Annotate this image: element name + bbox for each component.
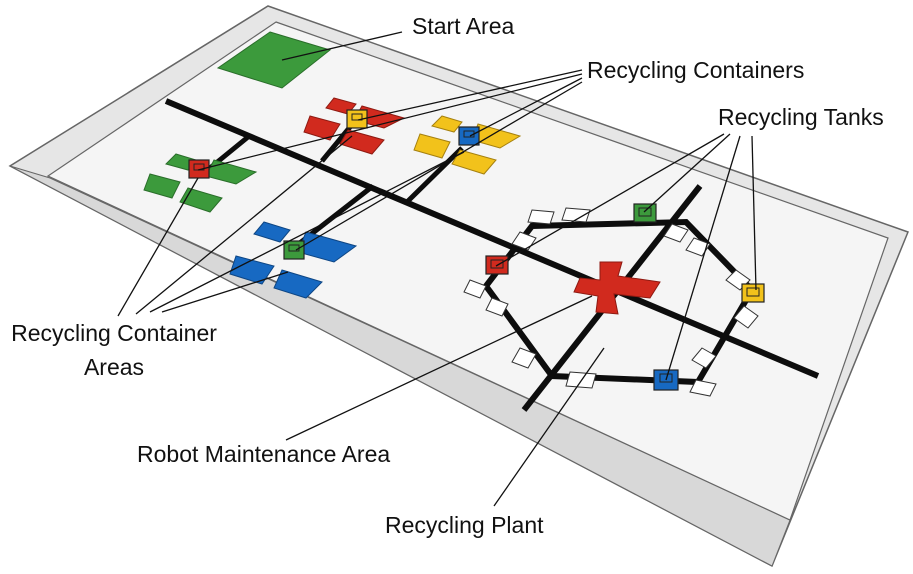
label-recycling-tanks: Recycling Tanks <box>718 104 884 130</box>
container-area-yellow <box>413 115 522 175</box>
container-area-blue <box>229 221 358 299</box>
recycling-container-green <box>283 240 305 260</box>
main-guide-line <box>164 98 820 379</box>
recycling-tank-green <box>633 203 657 223</box>
recycling-tank-yellow <box>741 283 765 303</box>
label-robot-maintenance-area: Robot Maintenance Area <box>137 441 391 467</box>
branch-line-yellow <box>406 146 464 203</box>
board-floor <box>46 21 889 521</box>
recycling-container-blue <box>458 126 480 146</box>
board <box>8 5 909 568</box>
label-start-area: Start Area <box>412 13 515 39</box>
container-area-green <box>143 153 258 213</box>
label-container-areas-line1: Recycling Container <box>11 320 217 346</box>
tank-pads <box>463 207 759 397</box>
recycling-plant <box>573 261 661 315</box>
leader-lines <box>117 31 757 507</box>
label-container-areas: Recycling Container Areas <box>2 320 226 381</box>
recycling-container-red <box>188 159 210 179</box>
label-recycling-containers: Recycling Containers <box>587 57 805 83</box>
start-area <box>216 31 332 89</box>
label-container-areas-line2: Areas <box>83 353 145 380</box>
label-recycling-plant: Recycling Plant <box>385 512 544 538</box>
recycling-container-yellow <box>346 109 368 129</box>
